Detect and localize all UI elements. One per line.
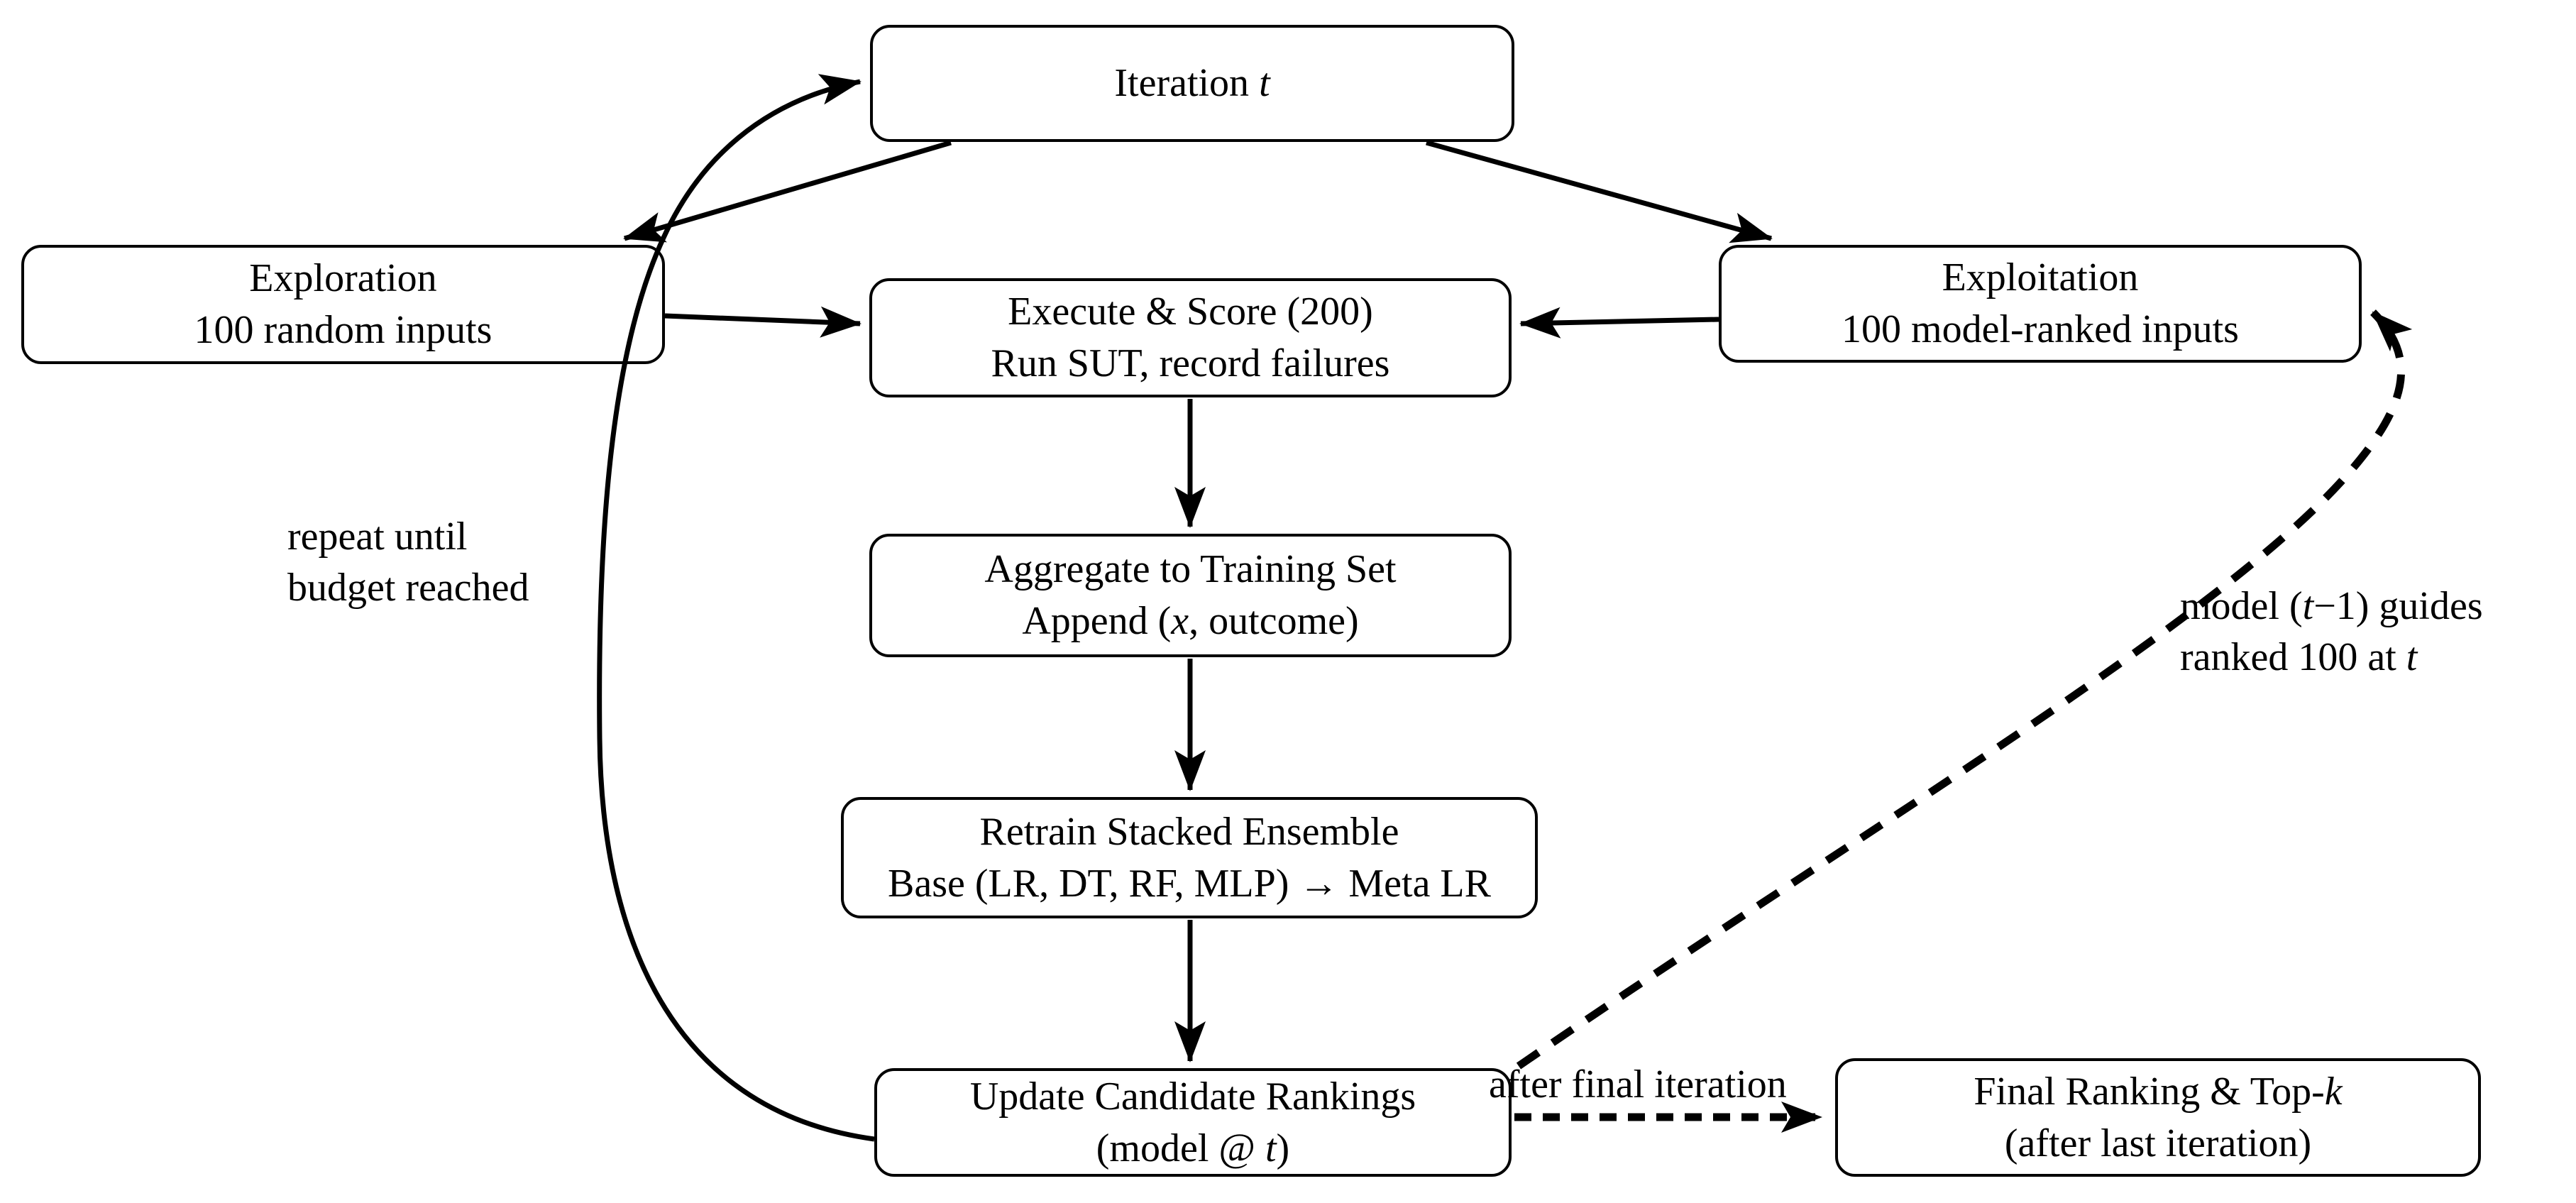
node-exploitation-line1: Exploitation — [1942, 256, 2139, 300]
node-exploration: Exploration 100 random inputs — [21, 245, 665, 364]
node-exploration-line1: Exploration — [249, 256, 437, 300]
node-execute-line1: Execute & Score (200) — [1008, 290, 1373, 334]
node-update-line1: Update Candidate Rankings — [969, 1074, 1416, 1119]
label-model-guides: model (t−1) guides ranked 100 at t — [2180, 584, 2483, 679]
node-iteration: Iteration t — [870, 25, 1514, 142]
node-final-line2: (after last iteration) — [2004, 1121, 2312, 1165]
label-after-final-iteration: after final iteration — [1489, 1062, 1787, 1106]
node-exploration-line2: 100 random inputs — [194, 308, 492, 352]
node-aggregate: Aggregate to Training Set Append (x, out… — [869, 534, 1512, 657]
node-final-ranking: Final Ranking & Top-k (after last iterat… — [1835, 1058, 2481, 1177]
edge-iteration-to-exploration-arrow — [623, 140, 952, 243]
node-retrain-line1: Retrain Stacked Ensemble — [979, 809, 1399, 854]
edge-update-to-iteration-loop-arrow — [597, 74, 875, 1142]
edge-update-to-exploitation-dashed-arrow — [1516, 309, 2413, 1070]
node-execute-score: Execute & Score (200) Run SUT, record fa… — [869, 278, 1512, 397]
node-iteration-label: Iteration t — [1114, 61, 1270, 105]
node-update-rankings: Update Candidate Rankings (model @ t) — [874, 1068, 1512, 1177]
edge-exploration-to-execute-arrow — [664, 306, 862, 338]
edge-iteration-to-exploitation-arrow — [1426, 140, 1773, 243]
node-final-line1: Final Ranking & Top-k — [1974, 1069, 2343, 1114]
node-execute-line2: Run SUT, record failures — [991, 341, 1390, 385]
node-aggregate-line2: Append (x, outcome) — [1022, 599, 1359, 643]
node-exploitation-line2: 100 model-ranked inputs — [1842, 307, 2239, 351]
node-aggregate-line1: Aggregate to Training Set — [984, 547, 1397, 591]
node-update-line2: (model @ t) — [1096, 1126, 1290, 1170]
node-retrain: Retrain Stacked Ensemble Base (LR, DT, R… — [841, 797, 1538, 918]
label-repeat-until-budget: repeat until budget reached — [287, 515, 529, 610]
edge-exploitation-to-execute-arrow — [1519, 307, 1719, 339]
node-retrain-line2: Base (LR, DT, RF, MLP) → Meta LR — [888, 861, 1491, 906]
node-exploitation: Exploitation 100 model-ranked inputs — [1719, 245, 2362, 363]
